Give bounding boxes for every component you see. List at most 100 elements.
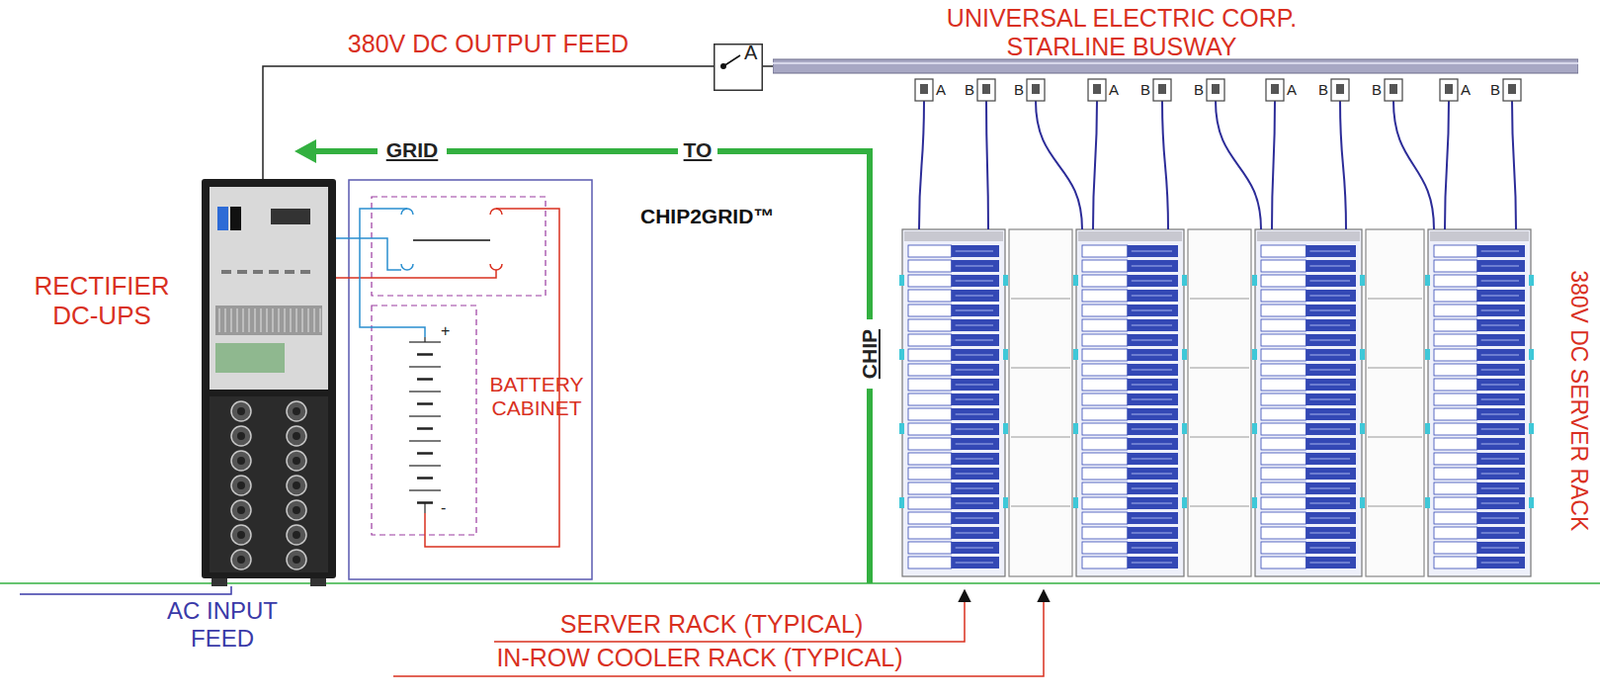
battery-cell [409, 415, 441, 417]
dc-wire [347, 269, 497, 278]
server-unit [951, 363, 1000, 376]
server-unit-line [1481, 384, 1519, 386]
server-unit [1127, 437, 1179, 450]
server-unit-line [1481, 399, 1519, 401]
server-unit-line [1481, 369, 1519, 371]
server-unit-line [1481, 458, 1519, 460]
drop-cable [1340, 100, 1347, 230]
fan [286, 549, 307, 570]
server-unit [1305, 363, 1356, 376]
feed-letter: B [1134, 81, 1151, 98]
cooler-panel-line [1367, 505, 1423, 507]
server-unit-front [908, 363, 952, 376]
server-unit [951, 497, 1000, 509]
server-unit [1305, 422, 1356, 435]
server-unit-front [908, 511, 952, 524]
server-unit [951, 348, 1000, 361]
server-unit [951, 274, 1000, 287]
battery-lead [423, 503, 425, 513]
wheel [211, 578, 228, 587]
fan [286, 500, 307, 520]
battery-cell [409, 464, 441, 466]
server-unit-front [1082, 497, 1128, 509]
vent-slot [308, 308, 310, 333]
server-unit-line [1309, 384, 1350, 386]
vent-slot [219, 308, 221, 333]
fan-hub [237, 481, 246, 490]
server-unit [1305, 378, 1356, 391]
server-unit-line [1131, 295, 1173, 297]
feed-letter: B [1008, 81, 1024, 98]
server-unit-front [1082, 348, 1128, 361]
server-unit-front [1082, 304, 1128, 317]
cooler-panel-line [1189, 505, 1250, 507]
feed-letter: A [1460, 81, 1477, 98]
indicator [252, 269, 263, 274]
server-unit [1305, 348, 1356, 361]
server-unit [951, 526, 1000, 539]
server-unit-front [1433, 511, 1478, 524]
server-unit-line [1131, 280, 1173, 282]
vent-slot [314, 308, 316, 333]
indicator [221, 269, 232, 274]
server-unit-front [1082, 541, 1128, 554]
server-unit-front [1433, 541, 1478, 554]
rectifier-cabinet-drawing [201, 178, 337, 587]
server-unit [1477, 452, 1525, 465]
cooler-body [1009, 229, 1073, 577]
server-unit [1127, 422, 1179, 435]
server-unit [1127, 289, 1179, 302]
server-unit-front [1082, 422, 1128, 435]
module [215, 342, 285, 373]
server-unit [1127, 526, 1179, 539]
rack-mark [1181, 348, 1187, 360]
feed-letter: A [935, 81, 952, 98]
server-unit-front [908, 437, 952, 450]
server-unit [1477, 245, 1525, 257]
server-rack [1425, 229, 1534, 577]
rack-mark [1003, 274, 1009, 286]
server-unit-front [1082, 363, 1128, 376]
server-unit [1305, 289, 1356, 302]
server-unit [951, 393, 1000, 406]
vent-slot [243, 308, 245, 333]
switch-lever [723, 55, 741, 67]
server-unit-front [1261, 363, 1306, 376]
vent [215, 305, 323, 336]
server-unit [1127, 497, 1179, 509]
server-unit-line [1309, 414, 1350, 416]
plug-in-unit [1026, 79, 1045, 101]
server-unit [951, 437, 1000, 450]
server-unit-front [1082, 437, 1128, 450]
server-unit-line [1131, 532, 1173, 534]
server-unit-front [1261, 526, 1306, 539]
floor-line [0, 582, 1600, 585]
server-unit-line [955, 517, 994, 519]
plug-in-breaker [1158, 84, 1167, 94]
drop-cable [986, 100, 989, 230]
cooler-panel-line [1010, 298, 1071, 300]
fan [286, 450, 307, 471]
server-unit-front [1082, 378, 1128, 391]
vent-slot [290, 308, 292, 333]
cooler-panel-line [1010, 367, 1071, 369]
node-label: UNIVERSAL ELECTRIC CORP. STARLINE BUSWAY [894, 3, 1349, 62]
server-unit-front [1261, 437, 1306, 450]
server-unit-line [1131, 354, 1173, 356]
fan-hub [292, 431, 301, 440]
server-unit-front [1082, 319, 1128, 332]
fan-hub [237, 456, 246, 465]
server-unit-line [1131, 473, 1173, 475]
server-unit-line [1309, 532, 1350, 534]
feed-letter: B [1312, 81, 1329, 98]
server-unit [1477, 319, 1525, 332]
server-unit [951, 304, 1000, 317]
vent-slot [231, 308, 233, 333]
battery-cell [409, 365, 441, 367]
in-row-cooler-rack [1365, 229, 1425, 577]
dc-wire [347, 238, 402, 270]
drop-cable [1393, 100, 1434, 230]
rack-mark [1003, 348, 1009, 360]
server-unit [1305, 526, 1356, 539]
server-unit [1127, 334, 1179, 346]
